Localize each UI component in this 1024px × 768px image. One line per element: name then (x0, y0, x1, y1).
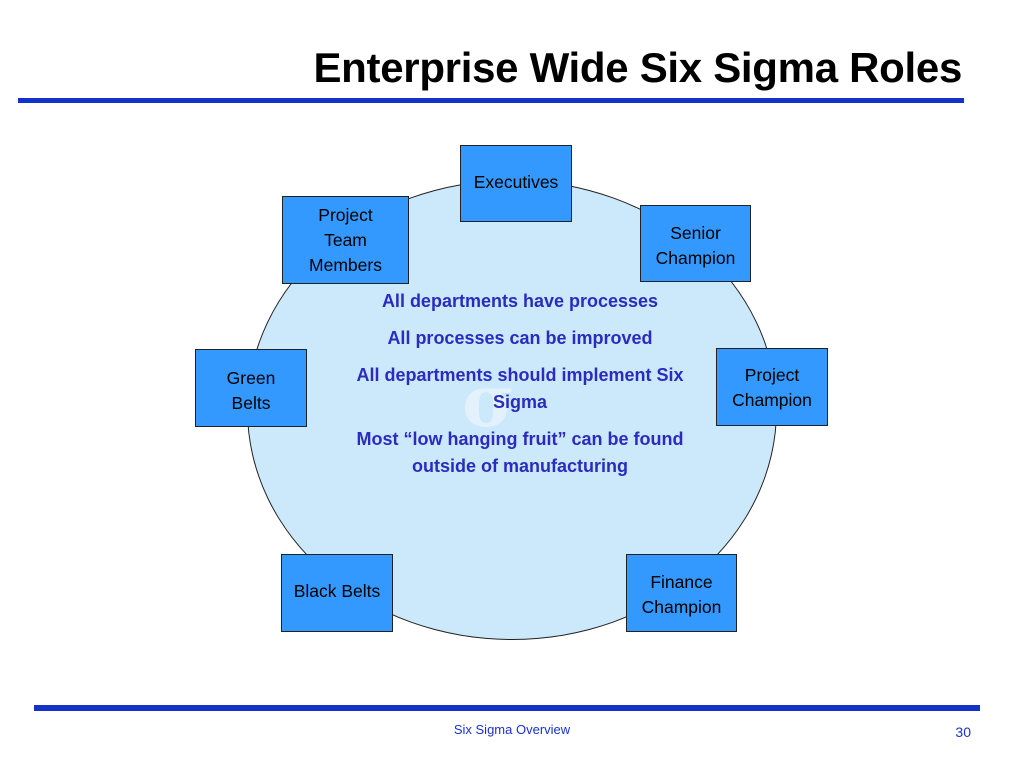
role-senior-champion: Senior Champion (640, 205, 751, 282)
role-black-belts: Black Belts (281, 554, 393, 632)
role-finance-champion-label: Finance Champion (641, 572, 722, 617)
role-executives-label: Executives (473, 172, 559, 192)
role-green-belts: Green Belts (195, 349, 307, 427)
role-black-belts-label: Black Belts (293, 581, 381, 601)
slide-title: Enterprise Wide Six Sigma Roles (313, 44, 962, 91)
role-senior-champion-label: Senior Champion (655, 223, 736, 268)
center-statements: All departments have processes All proce… (340, 288, 700, 490)
role-project-champion-label: Project Champion (732, 365, 812, 410)
sigma-watermark-icon: σ (462, 358, 516, 443)
statement-processes-improved: All processes can be improved (387, 328, 653, 348)
footer-divider (34, 705, 980, 711)
role-green-belts-label: Green Belts (226, 368, 276, 413)
title-divider (18, 98, 964, 103)
role-executives: Executives (460, 145, 572, 222)
statement-departments-have-processes: All departments have processes (381, 291, 659, 311)
role-project-champion: Project Champion (716, 348, 828, 426)
role-project-team-members-label: Project Team Members (309, 205, 382, 275)
statement-implement-six-sigma: All departments should implement Six Sig… (356, 365, 684, 412)
footer-text: Six Sigma Overview (453, 722, 571, 737)
statement-low-hanging-fruit: Most “low hanging fruit” can be found ou… (356, 429, 684, 476)
role-finance-champion: Finance Champion (626, 554, 737, 632)
page-number: 30 (955, 724, 971, 740)
role-project-team-members: Project Team Members (282, 196, 409, 284)
